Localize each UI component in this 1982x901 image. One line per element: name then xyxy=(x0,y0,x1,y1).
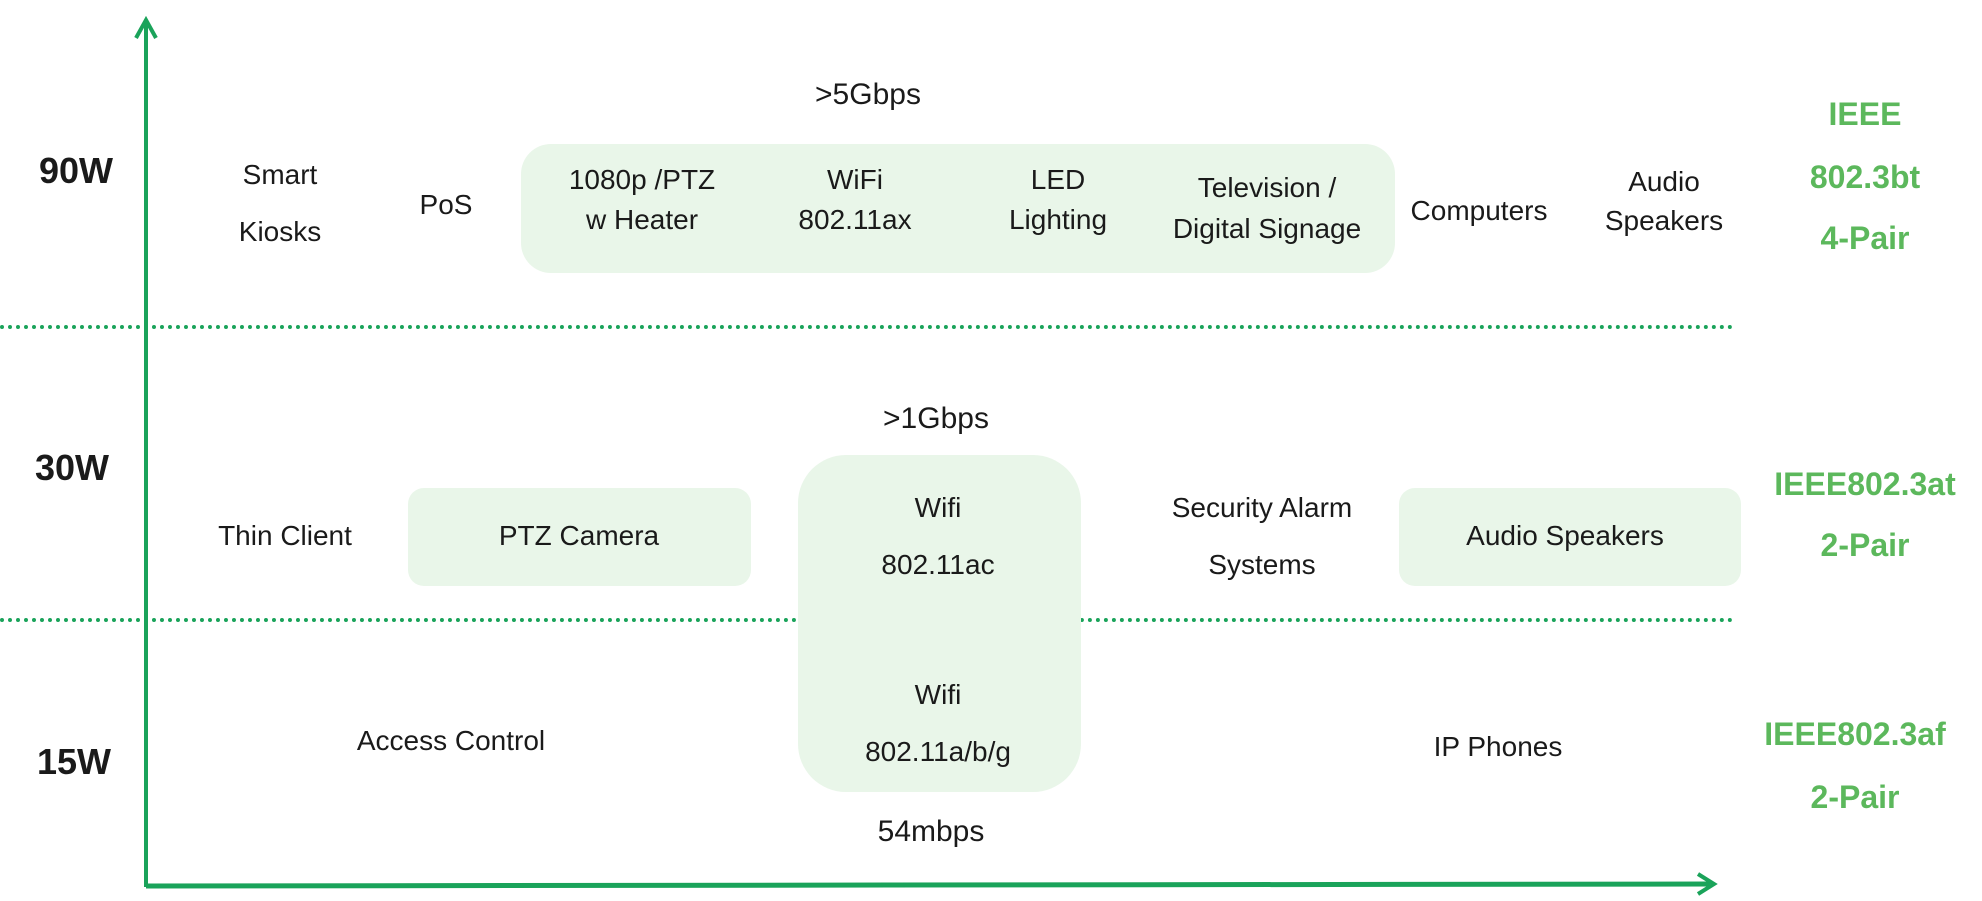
device-security-alarm: Systems xyxy=(1208,549,1316,580)
device-computers: Computers xyxy=(1410,195,1548,226)
standard-802-3af: 2-Pair xyxy=(1810,779,1900,815)
device-led-lighting: LED xyxy=(1030,164,1086,195)
device-ptz-heater: 1080p /PTZ xyxy=(568,164,716,195)
power-15w: 15W xyxy=(36,741,112,782)
device-wifi-ac: Wifi xyxy=(914,492,962,523)
highlight-wifi xyxy=(798,455,1081,792)
standard-802-3bt: 4-Pair xyxy=(1820,220,1910,256)
speed-54mbps: 54mbps xyxy=(877,815,985,848)
device-ptz-camera: PTZ Camera xyxy=(498,520,660,551)
highlight-5gbps xyxy=(521,144,1395,273)
device-television: Television / xyxy=(1197,172,1337,203)
device-wifi-ax: WiFi xyxy=(827,164,883,195)
device-audio-speakers-30: Audio Speakers xyxy=(1466,520,1664,551)
device-pos: PoS xyxy=(419,189,473,220)
standard-802-3at: IEEE802.3at xyxy=(1774,466,1956,502)
speed-1gbps: >1Gbps xyxy=(883,402,989,435)
device-ip-phones: IP Phones xyxy=(1433,731,1563,762)
highlight-audio-speakers xyxy=(1399,488,1741,586)
standard-802-3bt: 802.3bt xyxy=(1809,159,1921,195)
device-wifi-ac: 802.11ac xyxy=(881,549,995,580)
power-30w: 30W xyxy=(34,447,110,488)
standard-802-3bt: IEEE xyxy=(1828,96,1902,132)
device-wifi-ax: 802.11ax xyxy=(798,204,912,235)
y-axis-arrow-icon xyxy=(134,15,158,39)
device-access-control: Access Control xyxy=(356,725,546,756)
device-ptz-heater: w Heater xyxy=(585,204,699,235)
device-wifi-abg: Wifi xyxy=(914,679,962,710)
standard-802-3af: IEEE802.3af xyxy=(1764,716,1946,752)
x-axis-arrow-icon xyxy=(1696,872,1718,896)
device-thin-client: Thin Client xyxy=(218,520,352,551)
device-security-alarm: Security Alarm xyxy=(1171,492,1353,523)
x-axis xyxy=(145,881,1711,889)
device-audio-speakers-90: Speakers xyxy=(1604,205,1724,236)
device-led-lighting: Lighting xyxy=(1008,204,1108,235)
device-smart-kiosks: Kiosks xyxy=(238,216,322,247)
divider-90w-30w xyxy=(0,325,1734,329)
device-audio-speakers-90: Audio xyxy=(1628,166,1700,197)
highlight-ptz-camera xyxy=(408,488,751,586)
device-smart-kiosks: Smart xyxy=(242,159,318,190)
device-television: Digital Signage xyxy=(1172,213,1362,244)
standard-802-3at: 2-Pair xyxy=(1820,527,1910,563)
power-90w: 90W xyxy=(38,150,114,191)
device-wifi-abg: 802.11a/b/g xyxy=(865,736,1011,767)
speed-5gbps: >5Gbps xyxy=(815,78,921,111)
